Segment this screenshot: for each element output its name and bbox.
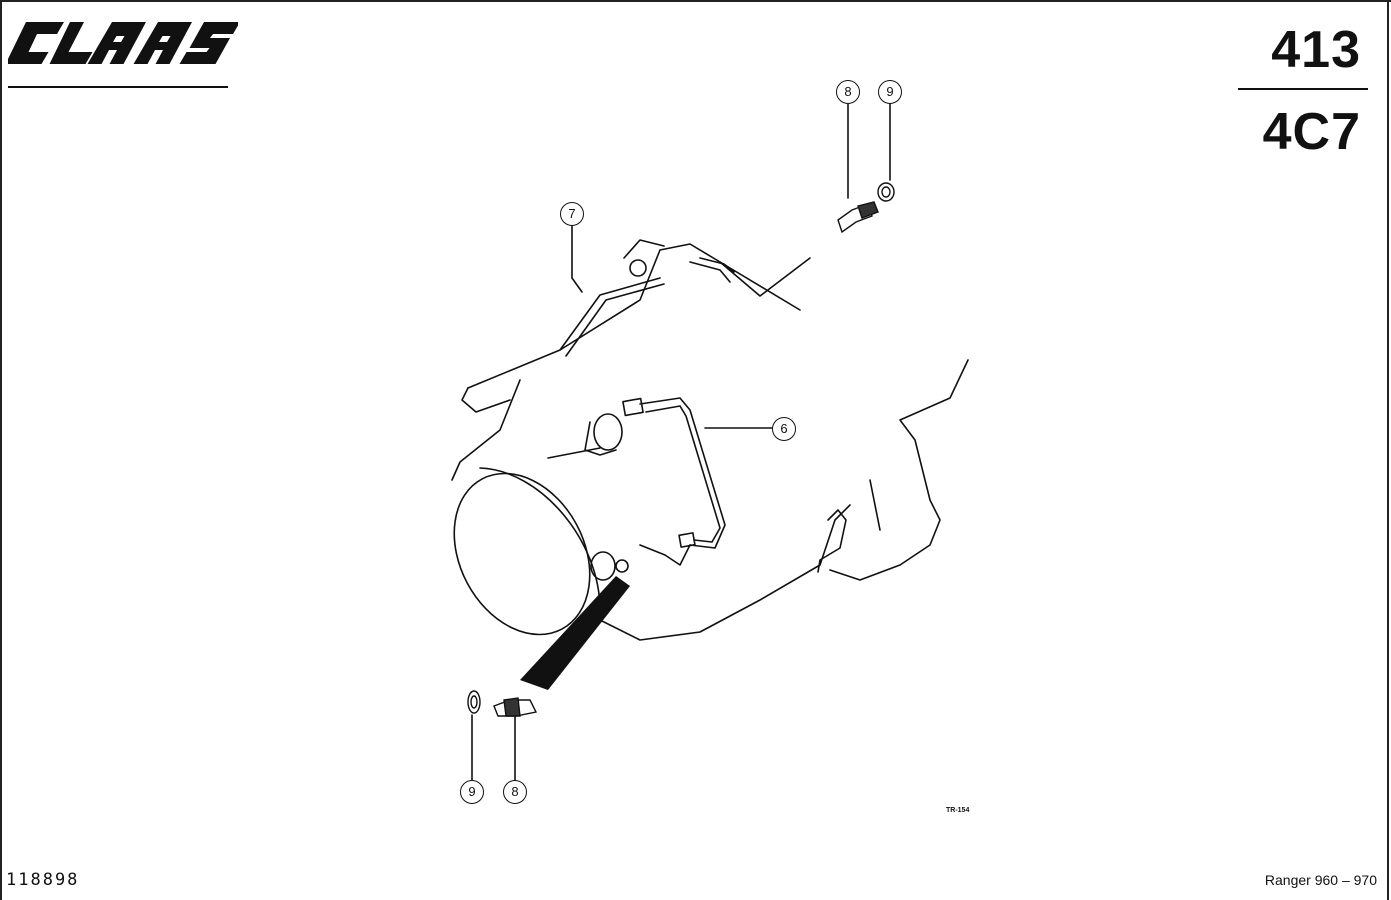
housing-upper-edge (719, 261, 801, 311)
frame-top-border (0, 0, 1391, 2)
model-label: Ranger 960 – 970 (1264, 872, 1377, 888)
page-code: 4C7 (1262, 103, 1361, 161)
callout-9-bottom: 9 (460, 780, 484, 804)
lower-port-boss (590, 551, 616, 581)
upper-port-boss (593, 413, 623, 451)
housing-right-body (829, 359, 969, 581)
logo-rule (8, 86, 228, 88)
oil-line-6 (639, 397, 726, 549)
drawing-reference: TR-154 (946, 807, 970, 814)
document-number: 118898 (6, 870, 80, 890)
end-cover-rim (479, 467, 601, 611)
lifting-lug (629, 259, 647, 277)
frame-left-border (0, 0, 2, 900)
housing-left-shoulder (461, 387, 511, 413)
end-cover (453, 472, 591, 636)
housing-lower (589, 504, 851, 641)
callout-9-top: 9 (878, 80, 902, 104)
housing-outline (467, 243, 811, 389)
oil-line-7 (559, 277, 665, 357)
frame-right-border (1387, 0, 1389, 900)
page-number-rule (1238, 88, 1368, 90)
location-pointer (520, 576, 630, 690)
callout-6: 6 (772, 417, 796, 441)
callout-7: 7 (560, 202, 584, 226)
callout-8-bottom: 8 (503, 780, 527, 804)
callout-8-top: 8 (836, 80, 860, 104)
leader-7 (571, 224, 583, 293)
housing-left-side (451, 379, 521, 481)
brand-logo (8, 22, 238, 64)
page-number: 413 (1271, 21, 1361, 79)
